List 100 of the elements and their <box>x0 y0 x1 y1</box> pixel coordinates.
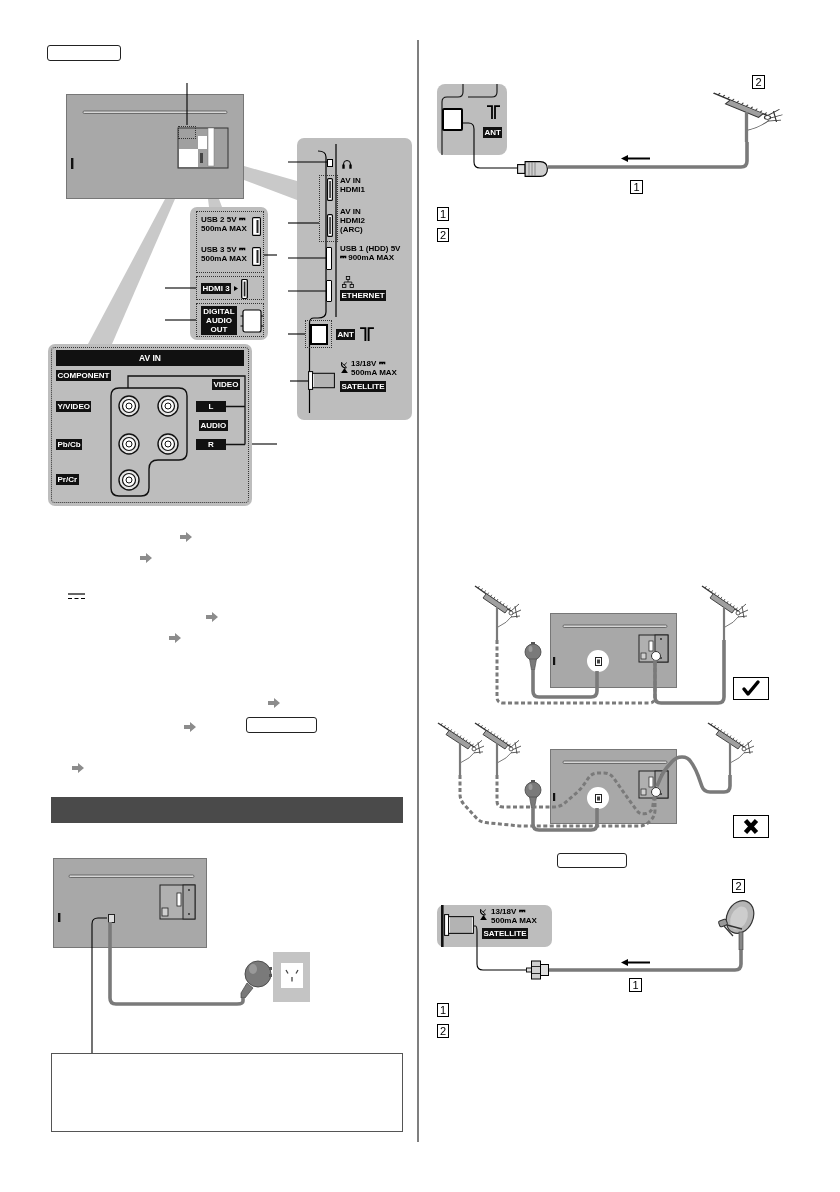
antenna-socket <box>651 651 661 661</box>
antenna-cable <box>653 640 726 705</box>
empty-tag <box>557 853 627 868</box>
mains-plug-icon <box>524 642 542 670</box>
terminal-label: USB 3 5V ⎓ 500mA MAX <box>201 245 248 263</box>
callout-number: 1 <box>437 207 449 221</box>
zoom-wedge <box>244 166 297 200</box>
empty-tag <box>47 45 121 61</box>
power-socket <box>587 650 609 672</box>
power-socket <box>587 787 609 809</box>
leader-line <box>186 82 188 126</box>
leader-line <box>287 290 327 292</box>
hdmi-port-group <box>196 276 264 300</box>
aerial-icon <box>437 722 485 775</box>
terminal-panel <box>297 138 412 420</box>
satellite-cable <box>473 925 527 971</box>
leader-line <box>287 222 320 224</box>
tv-rear-drawing <box>550 749 677 824</box>
av-input-panel <box>48 344 252 506</box>
callout-number: 2 <box>752 75 765 89</box>
satellite-connector <box>444 914 474 936</box>
headphone-jack <box>327 159 333 167</box>
leader-line <box>287 257 327 259</box>
aerial-icon <box>712 92 784 142</box>
leader-line <box>91 917 108 1054</box>
zoom-wedge <box>88 199 175 344</box>
port-label: R <box>196 439 226 450</box>
leader-line <box>263 254 278 256</box>
port-label: AUDIO <box>199 420 228 431</box>
usb-port <box>326 247 332 270</box>
callout-number: 2 <box>732 879 745 893</box>
port-label: L <box>196 401 226 412</box>
antenna-port-group <box>305 320 332 348</box>
terminal-label: AV IN HDMI1 <box>340 176 366 194</box>
port-label: DIGITAL AUDIO OUT <box>201 306 237 335</box>
port-label: HDMI 3 <box>201 283 232 294</box>
power-inlet <box>108 914 115 923</box>
satellite-terminal-panel <box>437 905 552 947</box>
terminal-label: 13/18V ⎓ 500mA MAX <box>351 359 398 377</box>
audio-port-group <box>196 303 264 337</box>
mains-plug-icon <box>524 780 542 808</box>
port-label: ANT <box>483 127 503 138</box>
terminal-label: AV IN HDMI2 (ARC) <box>340 207 366 234</box>
empty-tag <box>246 717 317 733</box>
note-box <box>51 1053 403 1132</box>
port-label: ANT <box>336 329 356 340</box>
callout-number: 1 <box>630 180 643 194</box>
port-label: VIDEO <box>212 379 240 390</box>
callout-number: 1 <box>437 1003 449 1017</box>
f-connector-icon <box>526 960 549 980</box>
port-label: Pb/Cb <box>56 439 83 450</box>
aerial-icon <box>701 585 749 640</box>
dotted-outline <box>178 126 196 139</box>
power-cord <box>531 808 599 832</box>
port-label: SATELLITE <box>340 381 386 392</box>
lan-port <box>326 280 332 302</box>
leader-line <box>251 443 278 445</box>
terminal-label: USB 2 5V ⎓ 500mA MAX <box>201 215 248 233</box>
aerial-icon <box>707 722 755 775</box>
zoom-wedge <box>208 199 222 207</box>
leader-line <box>164 319 197 321</box>
terminal-panel <box>190 207 268 340</box>
aerial-icon <box>474 722 522 775</box>
port-label: ETHERNET <box>340 290 387 301</box>
power-cord <box>531 670 599 699</box>
callout-number: 2 <box>437 1024 449 1038</box>
satellite-dish-icon <box>715 898 755 950</box>
tv-rear-drawing <box>550 613 677 688</box>
usb-port-group <box>196 211 264 273</box>
tv-rear-drawing <box>66 94 244 199</box>
antenna-cable <box>548 142 749 169</box>
antenna-socket <box>442 108 463 131</box>
hdmi-port-group <box>319 175 338 242</box>
antenna-cable <box>655 755 732 794</box>
terminal-label: USB 1 (HDD) 5V ⎓ 900mA MAX <box>340 244 402 262</box>
leader-line <box>287 333 306 335</box>
antenna-cable <box>458 775 657 828</box>
port-label: Pr/Cr <box>56 474 79 485</box>
mains-plug-icon <box>240 958 272 998</box>
satellite-cable <box>549 950 743 972</box>
terminal-label: 13/18V ⎓ 500mA MAX <box>491 907 538 925</box>
leader-line <box>287 161 328 163</box>
tv-rear-drawing <box>53 858 207 948</box>
coax-plug-icon <box>517 161 548 177</box>
port-label: COMPONENT <box>56 370 111 381</box>
panel-heading: AV IN <box>56 350 244 366</box>
antenna-cable <box>495 771 656 816</box>
antenna-cable <box>495 640 657 705</box>
port-label: Y/VIDEO <box>56 401 92 412</box>
leader-line <box>289 380 309 382</box>
antenna-socket <box>651 787 661 797</box>
callout-number: 2 <box>437 228 449 242</box>
aerial-icon <box>474 585 522 640</box>
port-label: SATELLITE <box>482 928 528 939</box>
callout-number: 1 <box>629 978 642 992</box>
antenna-terminal-panel <box>437 84 507 155</box>
satellite-connector <box>308 371 335 390</box>
antenna-cable <box>462 122 518 169</box>
leader-line <box>164 287 197 289</box>
section-heading-bar <box>51 797 403 823</box>
